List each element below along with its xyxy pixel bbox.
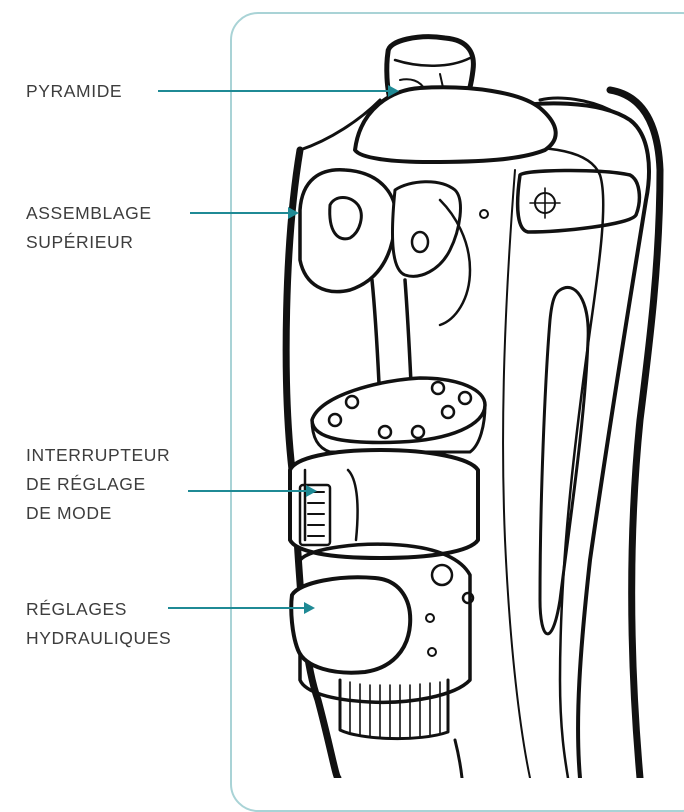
pointer-pyramid <box>158 90 390 92</box>
label-pyramid: PYRAMIDE <box>26 77 122 106</box>
right-shell-inner <box>510 148 603 778</box>
front-face <box>503 170 530 778</box>
label-pyramid-line-1: PYRAMIDE <box>26 77 122 106</box>
label-mode-switch-line-1: INTERRUPTEUR <box>26 441 170 470</box>
prosthetic-knee-illustration <box>0 0 684 778</box>
cylinder-cap <box>312 378 485 442</box>
pointer-hydraulic-settings <box>168 607 306 609</box>
upper-assembly <box>300 170 396 292</box>
pointer-mode-switch <box>188 490 308 492</box>
label-upper-assembly-line-1: ASSEMBLAGE <box>26 199 152 228</box>
knurled-ring <box>340 680 448 739</box>
pointer-upper-assembly <box>190 212 290 214</box>
label-upper-assembly-line-2: SUPÉRIEUR <box>26 228 152 257</box>
label-mode-switch-line-2: DE RÉGLAGE <box>26 470 170 499</box>
label-upper-assembly: ASSEMBLAGE SUPÉRIEUR <box>26 199 152 257</box>
right-shell <box>490 103 649 778</box>
label-mode-switch-line-3: DE MODE <box>26 499 170 528</box>
label-hydraulic-settings: RÉGLAGES HYDRAULIQUES <box>26 595 171 653</box>
pyramid-dome <box>355 87 556 162</box>
label-mode-switch: INTERRUPTEUR DE RÉGLAGE DE MODE <box>26 441 170 528</box>
label-hydraulic-line-1: RÉGLAGES <box>26 595 171 624</box>
label-hydraulic-line-2: HYDRAULIQUES <box>26 624 171 653</box>
hydraulic-knob <box>291 577 410 672</box>
diagram-canvas: PYRAMIDE ASSEMBLAGE SUPÉRIEUR INTERRUPTE… <box>0 0 684 778</box>
